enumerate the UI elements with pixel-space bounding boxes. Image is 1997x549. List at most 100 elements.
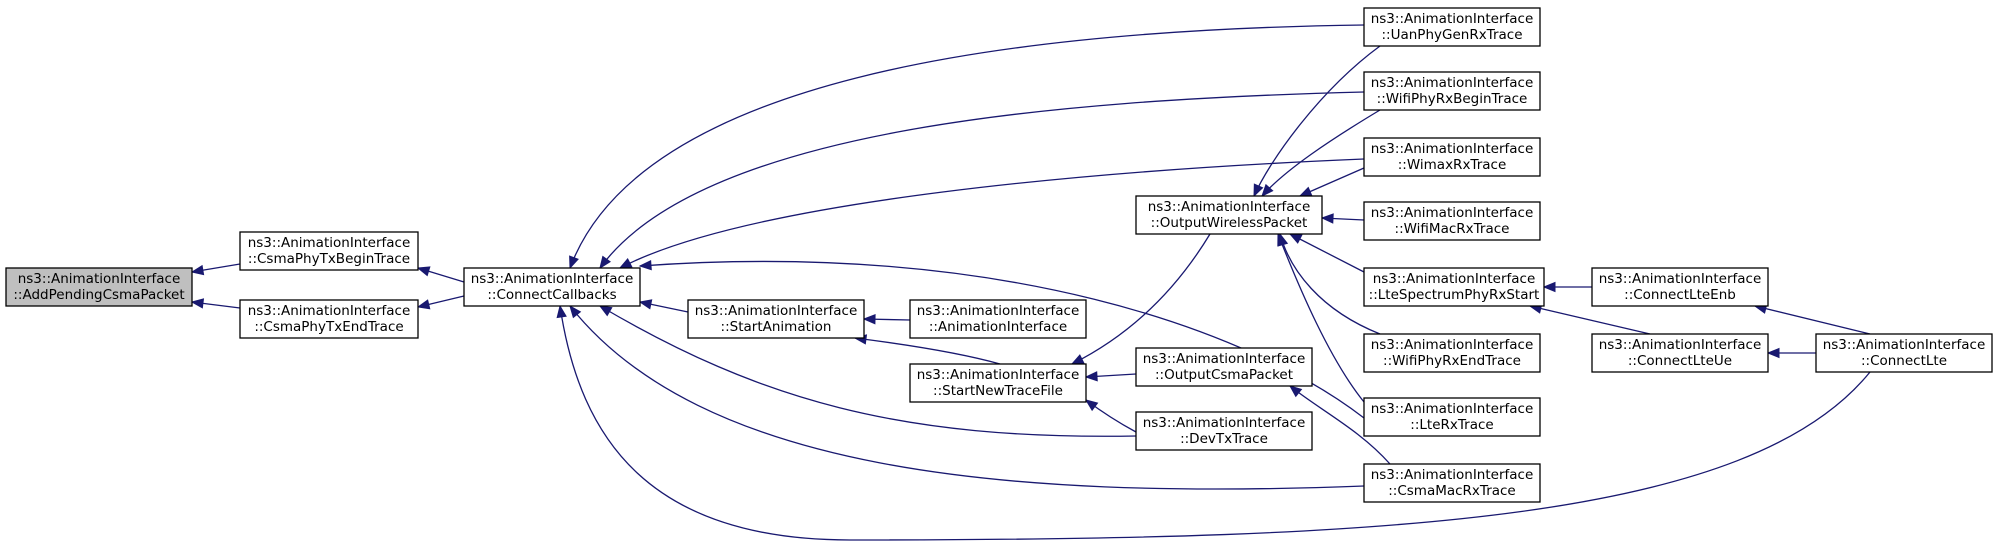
edge-connectlte-to-connectlteue — [1766, 347, 1816, 359]
arrowhead-icon — [1070, 354, 1085, 365]
arrowhead-icon — [1084, 399, 1099, 412]
node-uanphygenrxtrace[interactable]: ns3::AnimationInterface::UanPhyGenRxTrac… — [1363, 7, 1541, 47]
node-startnewtracefile[interactable]: ns3::AnimationInterface::StartNewTraceFi… — [909, 363, 1087, 403]
arrowhead-icon — [638, 299, 653, 310]
node-box — [687, 299, 865, 339]
node-label-line1: ns3::AnimationInterface — [248, 235, 411, 251]
edge-wimaxrxtrace-to-outputwirelesspacket — [1298, 167, 1365, 197]
node-connectcallbacks[interactable]: ns3::AnimationInterface::ConnectCallback… — [463, 267, 641, 307]
edge-connectcallbacks-to-csmaphytxbegin — [416, 266, 465, 283]
edge-line — [1754, 305, 1871, 335]
edge-csmamacrxtrace-to-outputcsmapacket — [1288, 385, 1391, 465]
node-label-line1: ns3::AnimationInterface — [1371, 337, 1534, 353]
node-csmaphytxend[interactable]: ns3::AnimationInterface::CsmaPhyTxEndTra… — [239, 299, 419, 339]
edge-uanphygenrxtrace-to-outputwirelesspacket — [1253, 45, 1381, 198]
node-label-line2: ::WifiMacRxTrace — [1395, 221, 1510, 237]
node-box — [1363, 397, 1541, 437]
edge-line — [1071, 233, 1211, 365]
node-box — [5, 267, 193, 307]
edge-line — [599, 305, 1137, 437]
edge-line — [854, 337, 1001, 365]
node-devtxtrace[interactable]: ns3::AnimationInterface::DevTxTrace — [1135, 411, 1313, 451]
node-connectlteenb[interactable]: ns3::AnimationInterface::ConnectLteEnb — [1591, 267, 1769, 307]
node-label-line2: ::LteRxTrace — [1410, 417, 1493, 433]
node-wifiphyrxbegintrace[interactable]: ns3::AnimationInterface::WifiPhyRxBeginT… — [1363, 71, 1541, 111]
arrowhead-icon — [1277, 232, 1288, 247]
node-box — [1363, 463, 1541, 503]
node-label-line2: ::OutputWirelessPacket — [1151, 215, 1308, 231]
arrowhead-icon — [416, 299, 431, 310]
edge-line — [1529, 305, 1651, 335]
node-label-line2: ::AddPendingCsmaPacket — [13, 287, 184, 303]
edge-line — [599, 91, 1365, 269]
node-box — [1363, 137, 1541, 177]
node-label-line1: ns3::AnimationInterface — [1371, 75, 1534, 91]
arrowhead-icon — [599, 255, 611, 270]
node-csmamacrxtrace[interactable]: ns3::AnimationInterface::CsmaMacRxTrace — [1363, 463, 1541, 503]
node-label-line2: ::ConnectLteEnb — [1624, 287, 1736, 303]
node-startanimation[interactable]: ns3::AnimationInterface::StartAnimation — [687, 299, 865, 339]
node-box — [909, 299, 1087, 339]
node-connectlteue[interactable]: ns3::AnimationInterface::ConnectLteUe — [1591, 333, 1769, 373]
node-label-line1: ns3::AnimationInterface — [1373, 271, 1536, 287]
node-box — [1363, 333, 1541, 373]
node-wifimacrxtrace[interactable]: ns3::AnimationInterface::WifiMacRxTrace — [1363, 201, 1541, 241]
node-label-line1: ns3::AnimationInterface — [1371, 205, 1534, 221]
node-outputcsmapacket[interactable]: ns3::AnimationInterface::OutputCsmaPacke… — [1135, 347, 1313, 387]
edge-line — [1299, 167, 1365, 197]
node-label-line2: ::WimaxRxTrace — [1398, 157, 1507, 173]
node-label-line2: ::DevTxTrace — [1180, 431, 1268, 447]
edge-line — [569, 24, 1365, 269]
nodes-layer: ns3::AnimationInterface::AddPendingCsmaP… — [5, 7, 1993, 503]
node-animationinterface[interactable]: ns3::AnimationInterface::AnimationInterf… — [909, 299, 1087, 339]
node-connectlte[interactable]: ns3::AnimationInterface::ConnectLte — [1815, 333, 1993, 373]
edge-line — [1277, 233, 1365, 403]
node-wifiphyrxendtrace[interactable]: ns3::AnimationInterface::WifiPhyRxEndTra… — [1363, 333, 1541, 373]
node-label-line2: ::StartAnimation — [721, 319, 832, 335]
edge-connectcallbacks-to-csmaphytxend — [416, 295, 465, 310]
node-label-line1: ns3::AnimationInterface — [1599, 337, 1762, 353]
edge-line — [1289, 233, 1365, 273]
node-wimaxrxtrace[interactable]: ns3::AnimationInterface::WimaxRxTrace — [1363, 137, 1541, 177]
edge-connectlte-to-connectcallbacks — [556, 304, 1871, 541]
node-label-line1: ns3::AnimationInterface — [1371, 467, 1534, 483]
arrowhead-icon — [569, 304, 582, 319]
arrowhead-icon — [1766, 347, 1780, 359]
arrowhead-icon — [1288, 233, 1303, 244]
node-label-line1: ns3::AnimationInterface — [1143, 415, 1306, 431]
node-label-line2: ::StartNewTraceFile — [933, 383, 1063, 399]
node-box — [909, 363, 1087, 403]
edge-outputcsmapacket-to-startnewtracefile — [1084, 371, 1137, 382]
node-lterxtrace[interactable]: ns3::AnimationInterface::LteRxTrace — [1363, 397, 1541, 437]
arrowhead-icon — [598, 305, 613, 317]
node-csmaphytxbegin[interactable]: ns3::AnimationInterface::CsmaPhyTxBeginT… — [239, 231, 419, 271]
node-ltespectrumphyrxstart[interactable]: ns3::AnimationInterface::LteSpectrumPhyR… — [1363, 267, 1545, 307]
edge-startanimation-to-connectcallbacks — [638, 299, 689, 313]
node-outputwirelesspacket[interactable]: ns3::AnimationInterface::OutputWirelessP… — [1135, 195, 1323, 235]
arrowhead-icon — [1084, 371, 1098, 382]
node-label-line2: ::ConnectLte — [1861, 353, 1947, 369]
edge-csmaphytxbegin-to-addpending — [190, 263, 241, 276]
edge-line — [619, 158, 1365, 269]
node-label-line2: ::ConnectCallbacks — [487, 287, 616, 303]
node-box — [1591, 267, 1769, 307]
node-label-line1: ns3::AnimationInterface — [1371, 141, 1534, 157]
arrowhead-icon — [190, 298, 205, 309]
node-label-line1: ns3::AnimationInterface — [18, 271, 181, 287]
arrowhead-icon — [1298, 186, 1313, 197]
edge-devtxtrace-to-startnewtracefile — [1084, 399, 1137, 433]
edge-line — [1261, 109, 1381, 197]
node-label-line1: ns3::AnimationInterface — [695, 303, 858, 319]
edge-line — [1279, 233, 1381, 335]
node-box — [1815, 333, 1993, 373]
node-addpending[interactable]: ns3::AnimationInterface::AddPendingCsmaP… — [5, 267, 193, 307]
node-label-line2: ::LteSpectrumPhyRxStart — [1369, 287, 1540, 303]
edge-wifiphyrxbegintrace-to-connectcallbacks — [599, 91, 1365, 270]
node-label-line1: ns3::AnimationInterface — [1599, 271, 1762, 287]
edge-wifimacrxtrace-to-outputwirelesspacket — [1320, 213, 1365, 224]
node-box — [1363, 71, 1541, 111]
node-label-line2: ::CsmaPhyTxEndTrace — [254, 319, 403, 335]
node-label-line2: ::UanPhyGenRxTrace — [1382, 27, 1523, 43]
node-box — [239, 299, 419, 339]
edge-ltespectrumphyrxstart-to-outputwirelesspacket — [1288, 233, 1365, 273]
